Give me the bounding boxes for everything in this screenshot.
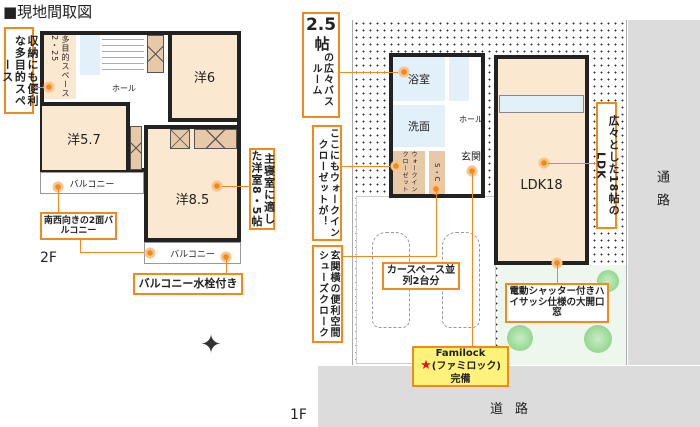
callout-car-space: カースペース並列2台分 — [382, 262, 460, 290]
front-road — [318, 366, 700, 427]
kitchen-counter — [499, 95, 584, 113]
balcony-left: バルコニー — [40, 172, 144, 194]
room-toilet — [80, 35, 100, 75]
room-toilet-1f — [449, 57, 469, 101]
room-walkin-closet: ウォークインクローゼット — [393, 151, 425, 194]
callout-shutter-window: 電動シャッター付きハイサッシ仕様の大開口窓 — [505, 283, 609, 323]
room-washroom: 洗面 — [393, 105, 445, 147]
side-road-label: 通路 — [654, 170, 669, 216]
room-western-5-7: 洋5.7 — [42, 102, 130, 170]
callout-multi-space: 収納にも便利な多目的スペース — [1, 27, 39, 114]
star-icon: ★ — [420, 358, 432, 374]
floor2-plan: 多目的スペース2・25 ホール 洋6 洋5.7 洋8.5 バルコニー バルコニー — [38, 30, 241, 265]
callout-ldk: 広々とした18帖のLDK — [595, 102, 620, 229]
callout-familock: Familock ★(ファミロック) 完備 — [412, 346, 509, 387]
callout-shoe-closet: 玄関横の便利空間シューズクローク — [312, 245, 343, 343]
front-road-label: 道路 — [490, 402, 541, 417]
floor2-label: 2F — [40, 250, 57, 266]
callout-walkin: ここにもウォークインクローゼットが！ — [312, 125, 342, 241]
floor1-building: 浴室 洗面 ウォークインクローゼット S・C ホール 玄関 LDK18 — [389, 53, 589, 265]
floor1-label: 1F — [290, 407, 307, 423]
room-bath: 浴室 — [393, 57, 445, 101]
side-road — [628, 20, 700, 365]
room-hall-1f: ホール — [459, 114, 483, 124]
callout-bath: 2.5 帖 の広々バスルーム — [302, 12, 340, 118]
stairs — [102, 35, 144, 75]
callout-balcony-two: 南西向きの2面バルコニー — [40, 212, 117, 240]
callout-faucet: バルコニー水栓付き — [133, 273, 243, 295]
page-title: ■現地間取図 — [3, 3, 93, 21]
balcony-bottom: バルコニー — [144, 242, 241, 264]
room-entrance: 玄関 — [461, 151, 481, 163]
room-hall-2f: ホール — [112, 83, 136, 93]
room-western-6: 洋6 — [168, 35, 237, 122]
compass-icon: ✦ — [200, 330, 222, 360]
callout-master-bedroom: 主寝室に適した洋室8・5帖 — [249, 148, 276, 230]
